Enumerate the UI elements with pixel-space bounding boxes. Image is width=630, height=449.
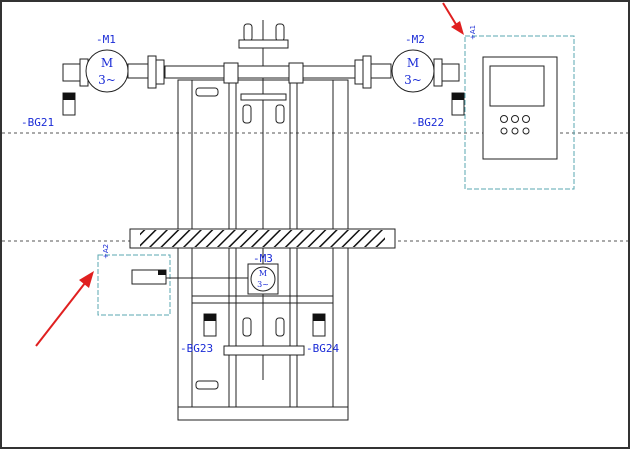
motor-m3: M 3~ -M3: [247, 252, 279, 295]
hmi-screen: [489, 65, 545, 107]
motor-m3-symbol: M: [259, 269, 267, 278]
motor-m1-phase: 3~: [98, 73, 116, 87]
lower-sensor-right: [275, 317, 285, 337]
control-panel-tag: +A1: [469, 25, 477, 40]
sensor-bg21-label: -BG21: [21, 116, 54, 129]
arrow-to-control-panel: [442, 2, 464, 35]
motor-m2-phase: 3~: [404, 73, 422, 87]
sensor-bg21: -BG21: [21, 92, 76, 129]
sensor-bg22: -BG22: [411, 92, 465, 129]
sensor-bg23-label: -BG23: [180, 342, 213, 355]
motor-m1-symbol: M: [101, 56, 113, 70]
lower-sensor-left: [242, 317, 252, 337]
sensor-bg23: -BG23: [180, 313, 217, 355]
arrow-to-local-box: [35, 271, 94, 347]
motor-m2: M 3~ -M2: [354, 33, 460, 93]
inner-sensor-right: [275, 104, 285, 124]
motor-m3-label: -M3: [253, 252, 273, 265]
machine-frame: [177, 20, 349, 421]
motor-m1: M 3~ -M1: [62, 33, 165, 93]
sensor-bg22-label: -BG22: [411, 116, 444, 129]
top-shaft: [164, 62, 356, 84]
local-box: +A2: [97, 244, 171, 316]
frame-sensor-top: [195, 87, 219, 97]
top-sensor-pair: [238, 23, 289, 49]
motor-m3-phase: 3~: [257, 280, 269, 289]
hatched-beam: [129, 228, 396, 249]
sensor-bg24: -BG24: [306, 313, 339, 355]
motor-m2-symbol: M: [407, 56, 419, 70]
motor-m1-label: -M1: [96, 33, 116, 46]
control-panel: +A1: [464, 25, 575, 190]
frame-sensor-bottom: [195, 380, 219, 390]
inner-sensor-left: [242, 104, 252, 124]
sensor-bg24-label: -BG24: [306, 342, 339, 355]
local-box-tag: +A2: [102, 244, 110, 259]
motor-m2-label: -M2: [405, 33, 425, 46]
